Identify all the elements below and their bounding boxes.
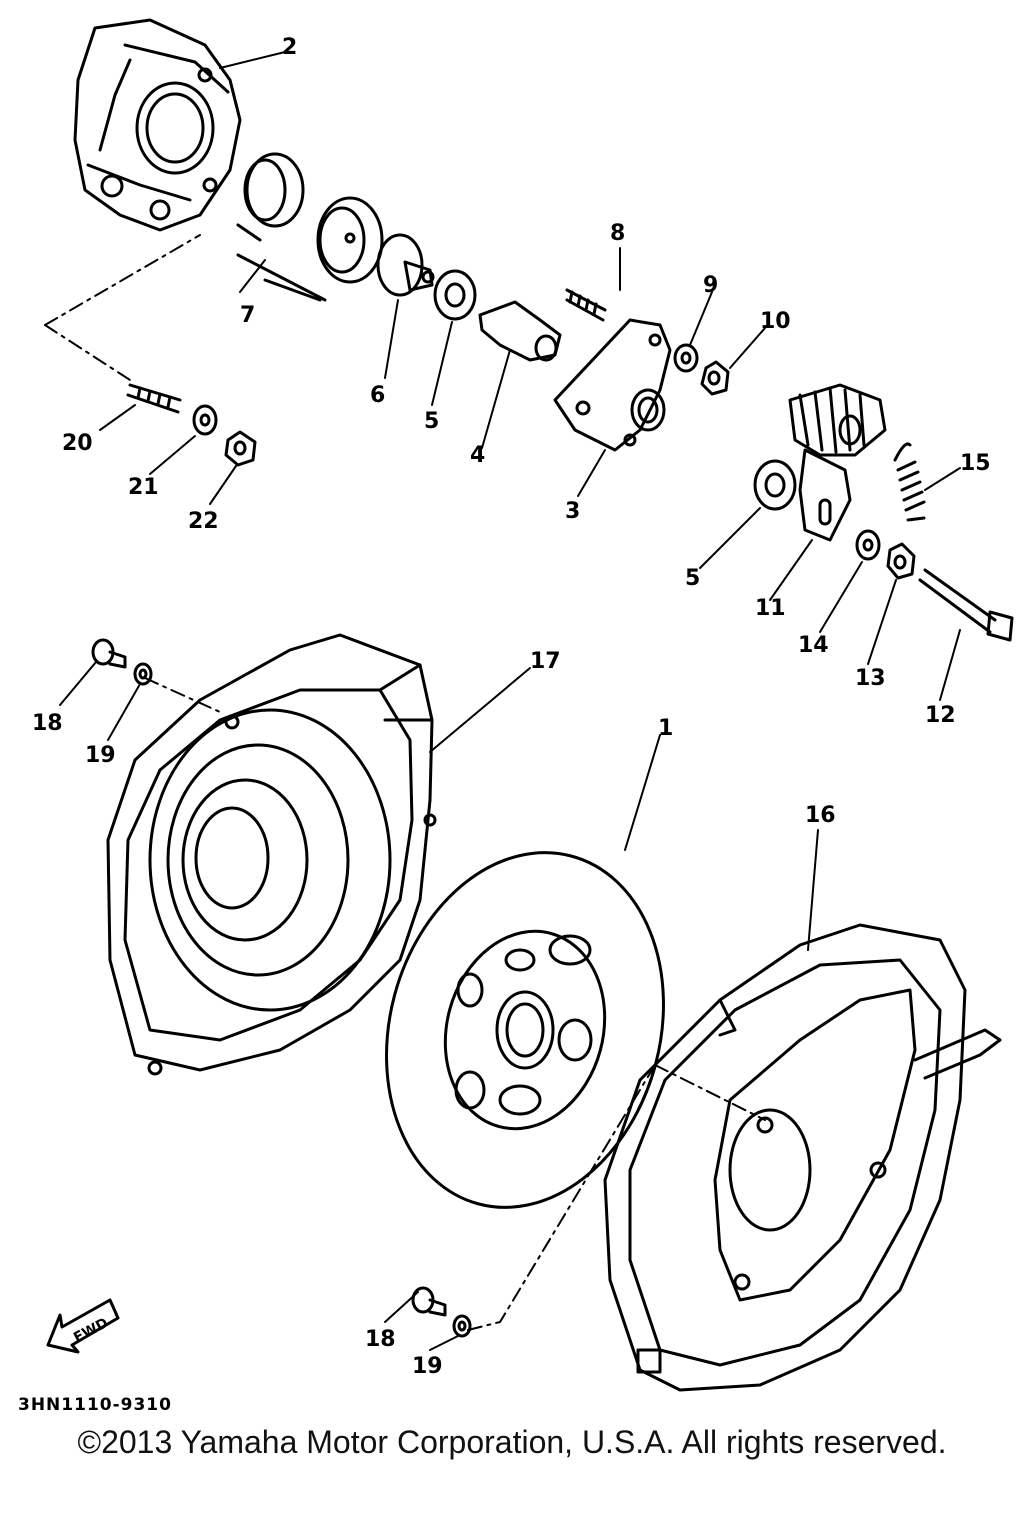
fwd-arrow-icon <box>46 1298 120 1354</box>
cam-shaft-part <box>478 300 562 362</box>
caliper-housing-part <box>73 18 242 232</box>
part-code: 3HN1110-9310 <box>18 1395 172 1415</box>
callout-2: 2 <box>282 35 297 60</box>
callout-14: 14 <box>798 633 829 658</box>
callout-8: 8 <box>610 221 625 246</box>
stud-washer-nut-part <box>126 383 257 467</box>
callout-3: 3 <box>565 499 580 524</box>
return-spring-part <box>893 442 926 522</box>
callout-4: 4 <box>470 443 485 468</box>
callout-6: 6 <box>370 383 385 408</box>
callout-21: 21 <box>128 475 159 500</box>
callout-19-lower: 19 <box>412 1354 443 1379</box>
callout-13: 13 <box>855 666 886 691</box>
callout-17: 17 <box>530 649 561 674</box>
callout-11: 11 <box>755 596 786 621</box>
washer-nut-part <box>673 343 730 396</box>
brake-plate-part <box>603 923 1002 1392</box>
bolt-set-part <box>855 529 1014 642</box>
callout-5-lower: 5 <box>685 566 700 591</box>
callout-22: 22 <box>188 509 219 534</box>
leader-lines <box>44 51 961 1351</box>
screw-washer-upper-part <box>91 638 153 686</box>
bearing-part <box>433 269 477 321</box>
callout-18-upper: 18 <box>32 711 63 736</box>
callout-10: 10 <box>760 309 791 334</box>
callout-1: 1 <box>658 716 673 741</box>
stud-bolt-part <box>565 288 607 322</box>
callout-18-lower: 18 <box>365 1327 396 1352</box>
cam-bracket-part <box>553 318 672 452</box>
callout-5-upper: 5 <box>424 409 439 434</box>
callout-labels: 2 8 9 10 7 6 5 4 3 15 5 11 14 13 12 20 2… <box>18 35 991 1415</box>
copyright-notice: ©2013 Yamaha Motor Corporation, U.S.A. A… <box>77 1424 947 1460</box>
screw-washer-lower-part <box>411 1286 472 1338</box>
callout-15: 15 <box>960 451 991 476</box>
brake-cover-part <box>106 633 437 1076</box>
piston-seal-part <box>236 152 384 302</box>
callout-20: 20 <box>62 431 93 456</box>
callout-9: 9 <box>703 273 718 298</box>
bearing-lower-part <box>753 459 797 511</box>
brake-lever-part <box>788 383 887 542</box>
callout-12: 12 <box>925 703 956 728</box>
shim-part <box>376 233 435 297</box>
callout-7: 7 <box>240 303 255 328</box>
callout-19-upper: 19 <box>85 743 116 768</box>
callout-16: 16 <box>805 803 836 828</box>
